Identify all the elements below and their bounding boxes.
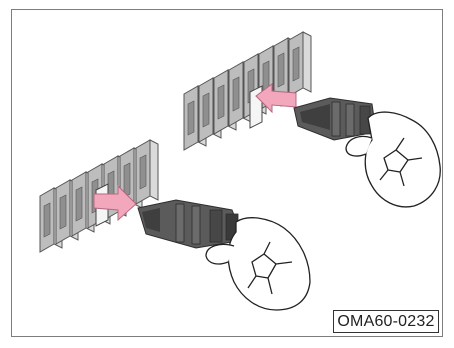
figure-reference-code: OMA60-0232: [333, 310, 439, 333]
fuse-puller-lower: [138, 200, 244, 248]
fuse-block-upper: [184, 32, 311, 150]
fuse-puller-upper: [294, 98, 376, 140]
